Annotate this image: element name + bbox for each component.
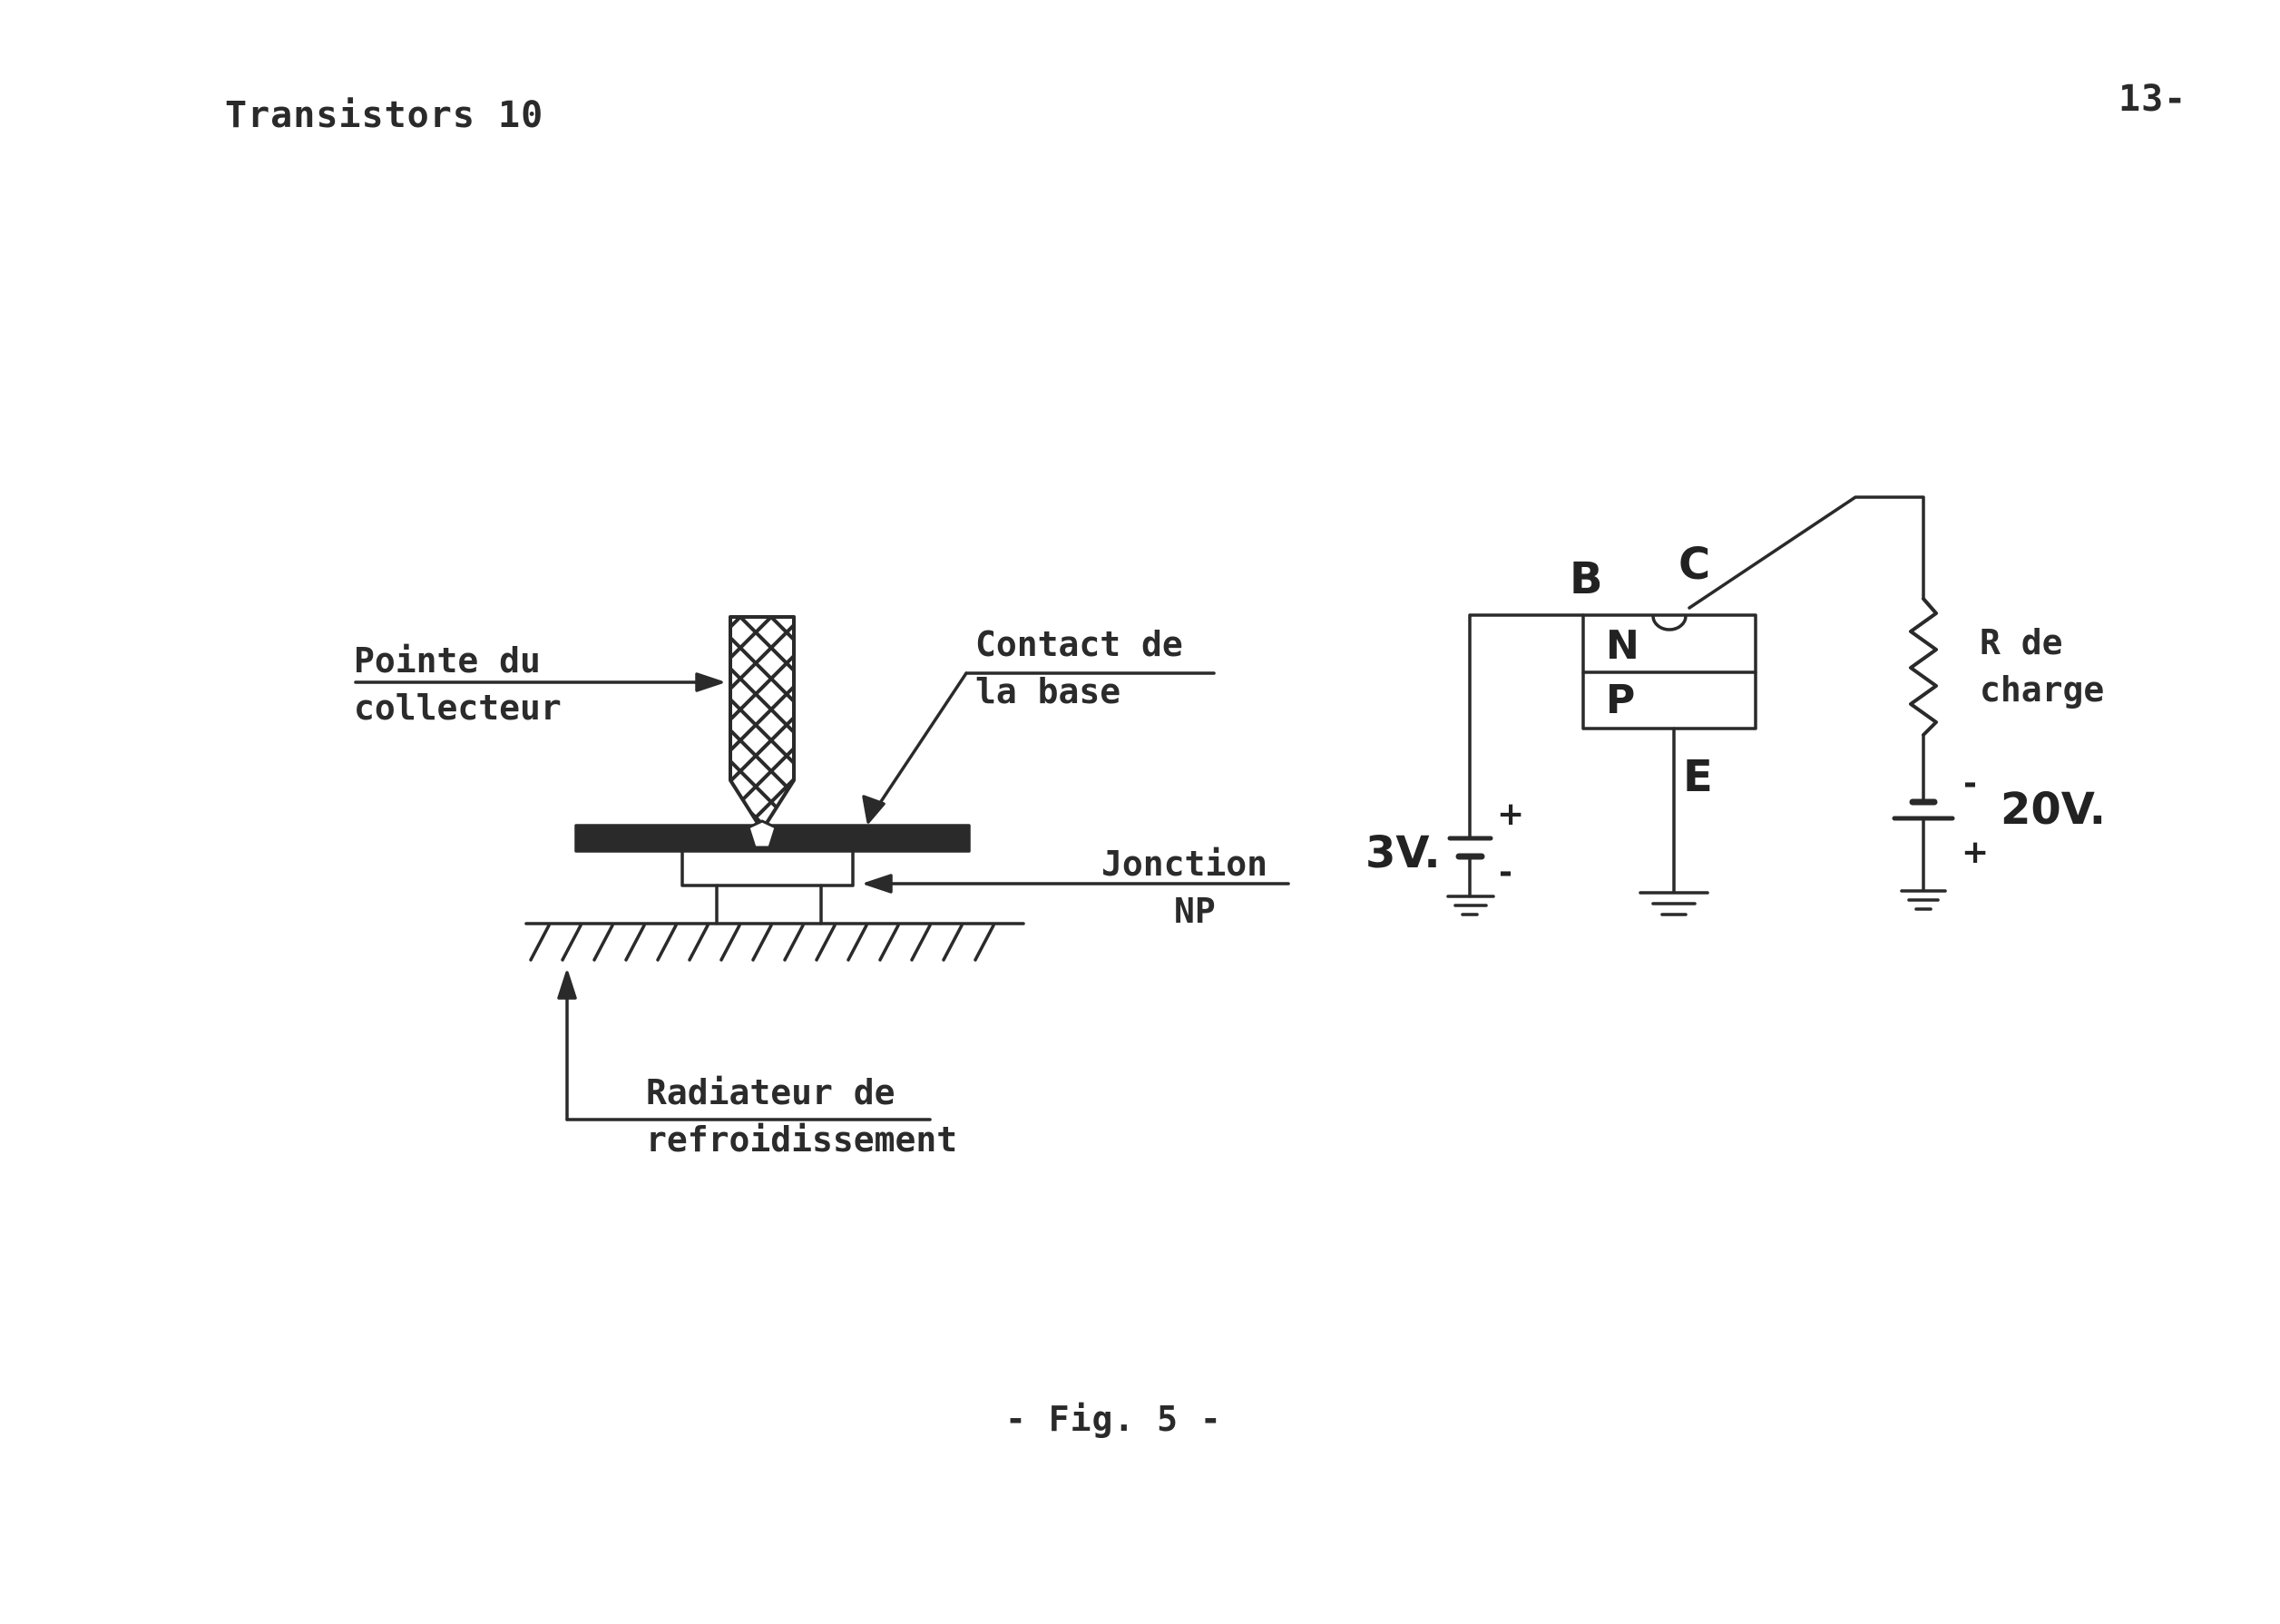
ground-symbol-base: [1446, 895, 1495, 916]
collector-wire: [1688, 495, 1925, 610]
load-resistor: [1909, 597, 1938, 737]
emitter-terminal-label: E: [1683, 751, 1713, 802]
junction-block: [680, 849, 855, 887]
base-contact-leader: [862, 671, 1216, 824]
collector-terminal-label: C: [1678, 539, 1711, 590]
ground-symbol-emitter: [1639, 891, 1709, 916]
collector-battery-plus-sign: +: [1962, 834, 1990, 871]
collector-battery-minus-sign: -: [1963, 765, 1977, 802]
junction-label: Jonction NP: [1101, 844, 1268, 931]
radiator-hatching: [529, 924, 995, 962]
p-region-label: P: [1606, 677, 1636, 723]
base-battery-plus-sign: +: [1497, 796, 1525, 833]
figure-caption: - Fig. 5 -: [1005, 1399, 1222, 1439]
collector-point-needle: [729, 615, 796, 832]
base-terminal-label: B: [1570, 553, 1603, 604]
ground-symbol-collector: [1900, 889, 1947, 911]
junction-leader: [865, 874, 1290, 894]
document-title: Transistors 10: [225, 94, 544, 136]
collector-point-label: Pointe du collecteur: [354, 641, 562, 728]
load-resistor-label: R de charge: [1980, 622, 2105, 709]
collector-contact: [1651, 614, 1688, 631]
n-region-label: N: [1606, 622, 1639, 669]
radiator-leader: [557, 971, 932, 1121]
base-battery-minus-sign: -: [1499, 854, 1512, 891]
collector-battery-voltage: 20V.: [2001, 784, 2106, 835]
collector-point-leader: [354, 672, 723, 692]
base-battery-voltage: 3V.: [1365, 827, 1441, 878]
base-wire: [1468, 613, 1585, 838]
page-number: 13-: [2119, 78, 2187, 120]
base-contact-label: Contact de la base: [975, 624, 1183, 711]
radiator-label: Radiateur de refroidissement: [646, 1072, 958, 1159]
